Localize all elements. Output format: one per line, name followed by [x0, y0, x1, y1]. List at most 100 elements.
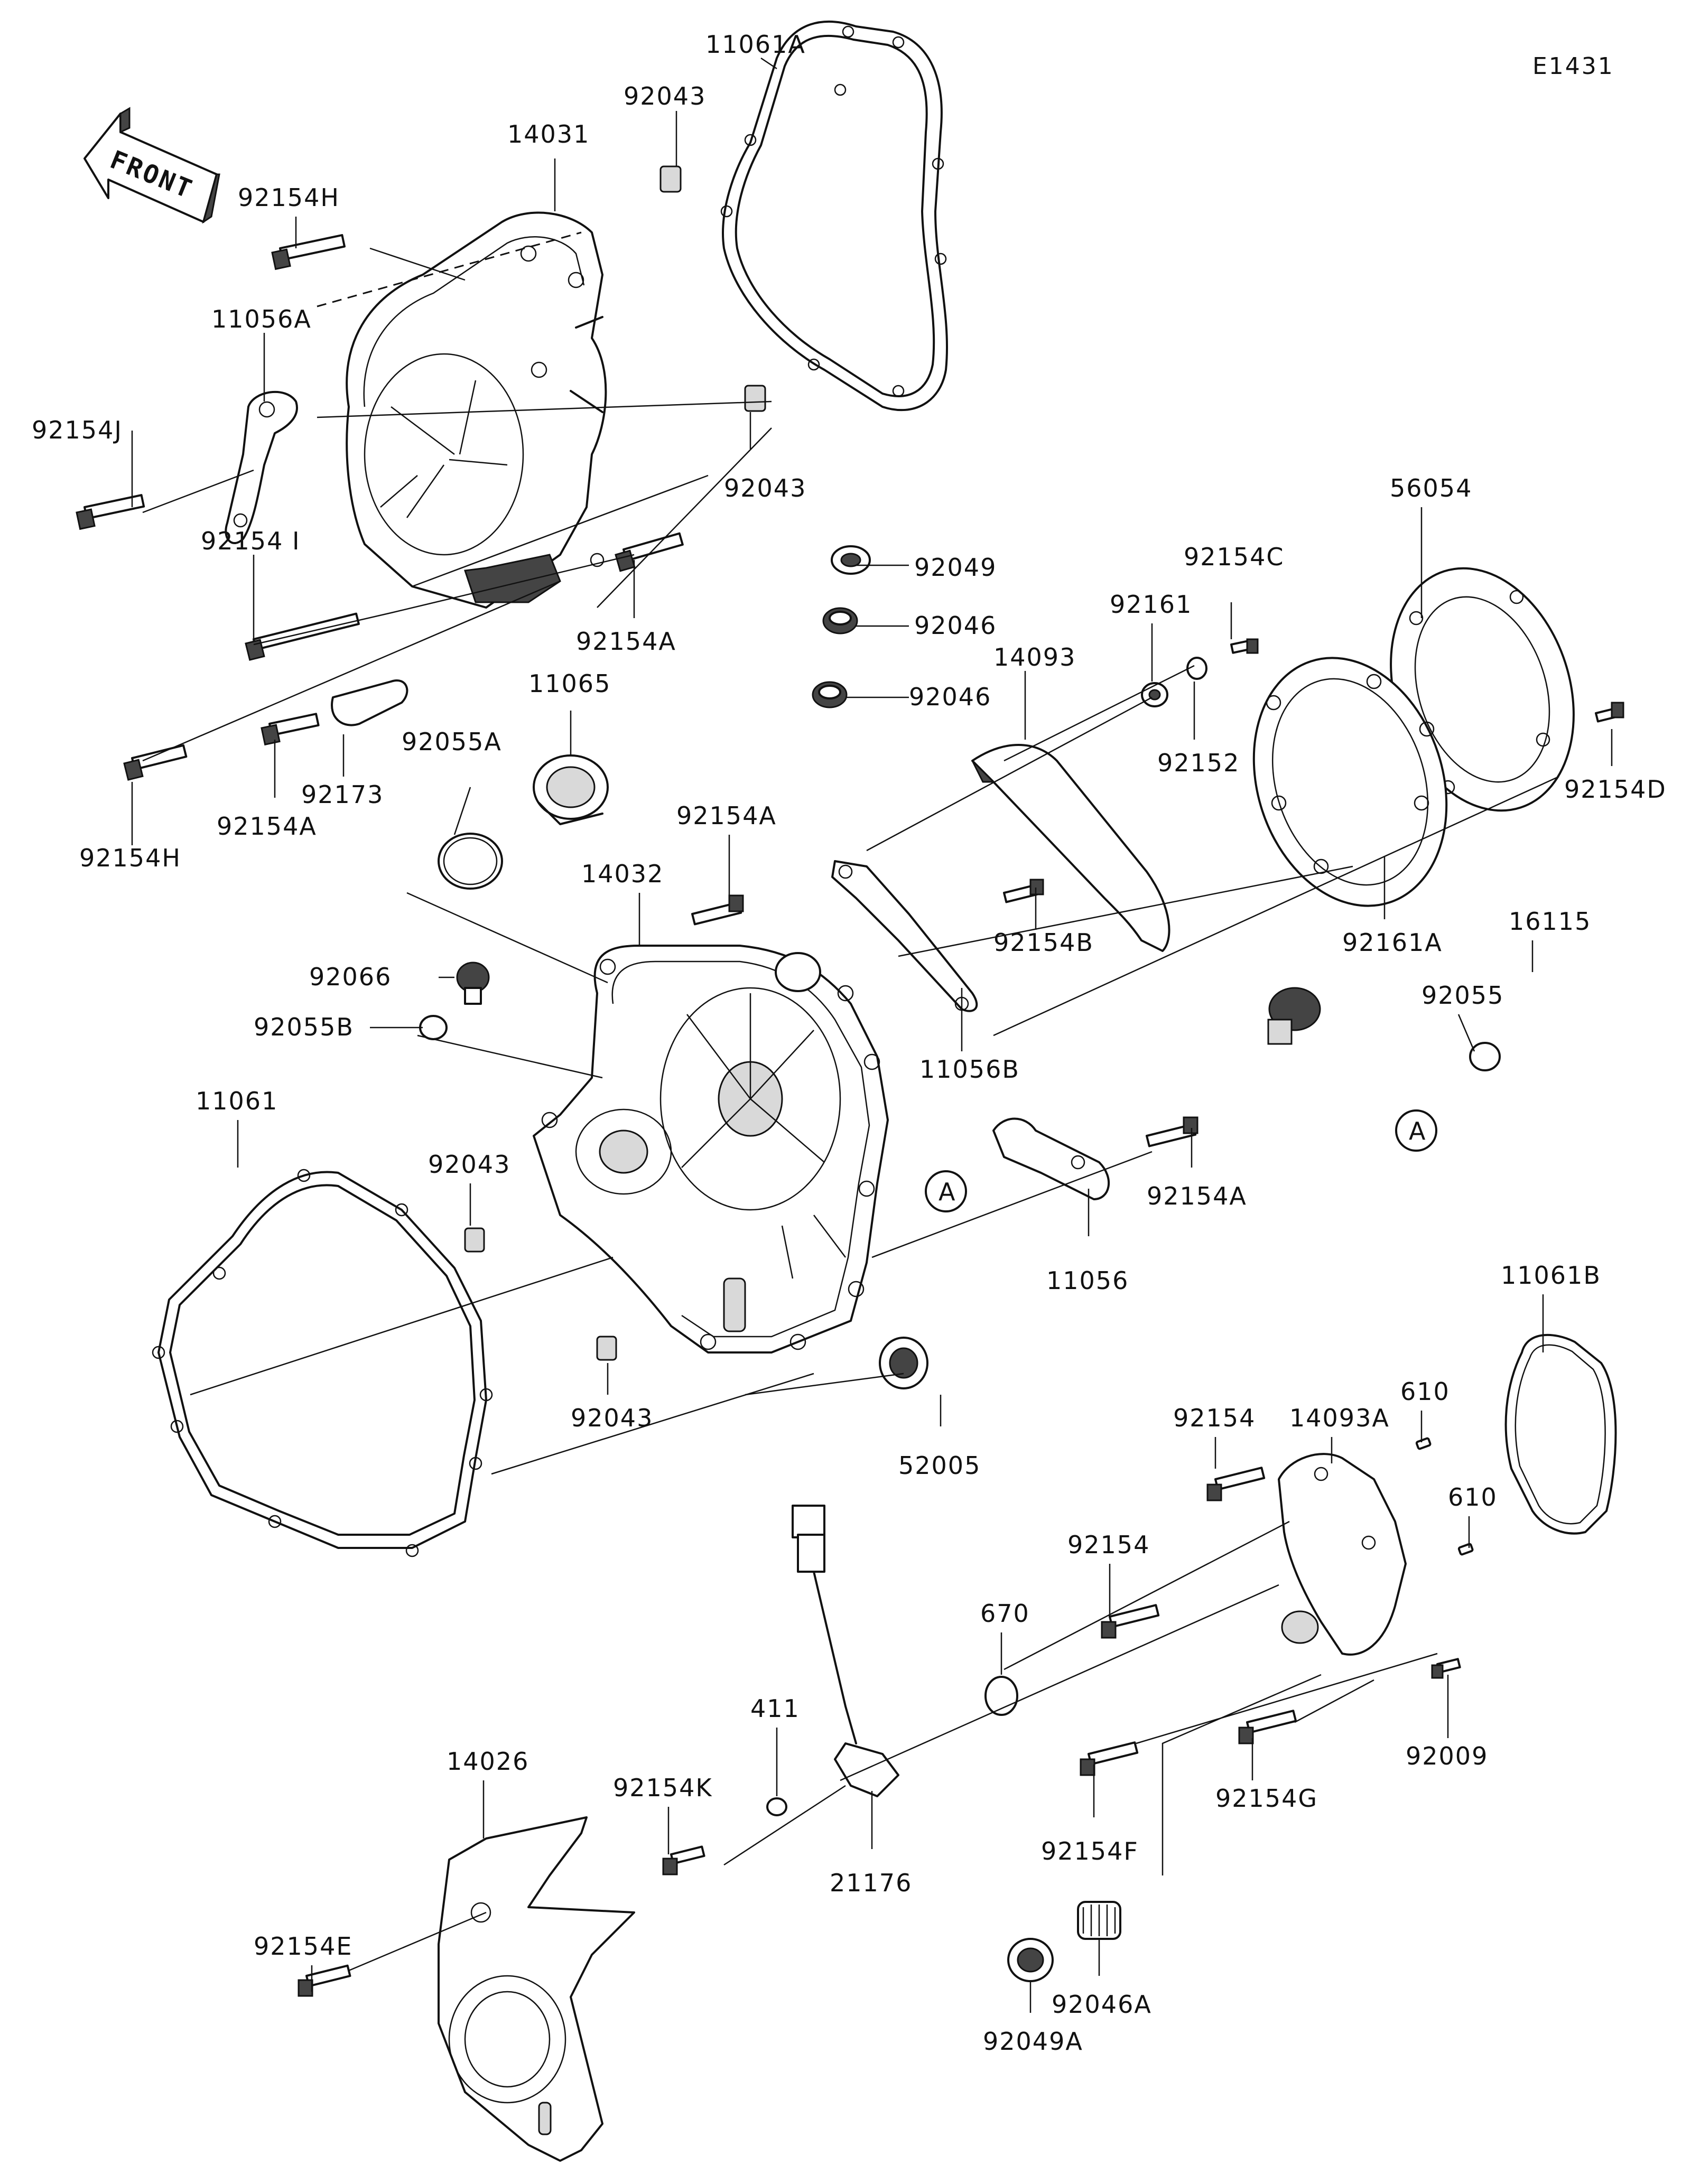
- washer-92161-icon: [1141, 682, 1168, 707]
- label-92154h-bot: 92154H: [79, 844, 181, 872]
- label-92154-1: 92154: [1173, 1404, 1256, 1432]
- housing-14093a-icon: [1278, 1453, 1407, 1656]
- oil-filler-cap-16115-icon: [1267, 987, 1321, 1045]
- label-14031: 14031: [507, 120, 590, 148]
- bolt-92009-icon: [1431, 1658, 1461, 1679]
- label-92046-1: 92046: [914, 611, 997, 640]
- label-92066: 92066: [309, 963, 392, 991]
- label-92046a: 92046A: [1052, 1990, 1152, 2019]
- label-670: 670: [980, 1599, 1030, 1628]
- label-92161: 92161: [1110, 590, 1192, 619]
- gasket-11061-icon: [152, 1169, 493, 1557]
- dowel-92043-top-icon: [659, 165, 682, 193]
- dowel-92043-left-icon: [464, 1227, 485, 1253]
- bolt-92154h-top-icon: [271, 234, 346, 270]
- label-11056b: 11056B: [919, 1055, 1020, 1084]
- diagram-code: E1431: [1532, 53, 1614, 80]
- label-411: 411: [750, 1694, 800, 1723]
- o-ring-92055a-icon: [438, 833, 503, 890]
- label-92154d: 92154D: [1564, 775, 1667, 804]
- collar-92152-icon: [1186, 657, 1207, 680]
- oil-seal-92049a-icon: [1007, 1938, 1054, 1982]
- label-11061b: 11061B: [1501, 1261, 1601, 1290]
- label-92055a: 92055A: [402, 727, 502, 756]
- o-ring-92055-icon: [1469, 1042, 1501, 1071]
- bearing-92046-1-icon: [822, 607, 858, 634]
- label-92055: 92055: [1421, 981, 1504, 1010]
- clutch-cover-14032-icon: [533, 945, 889, 1354]
- label-92154c: 92154C: [1184, 543, 1284, 571]
- reference-marker-a-right: A: [1395, 1109, 1437, 1152]
- dowel-610-2-icon: [1457, 1543, 1474, 1556]
- label-92154b: 92154B: [993, 928, 1094, 957]
- guide-14093-icon: [971, 744, 1170, 952]
- label-92154a-3: 92154A: [676, 801, 777, 830]
- hidden-line: [317, 231, 582, 307]
- label-21176: 21176: [830, 1869, 912, 1897]
- bolt-92154-2-icon: [1101, 1604, 1160, 1639]
- bolt-92154-1-icon: [1206, 1467, 1266, 1501]
- generator-cover-14031-icon: [346, 211, 607, 609]
- plug-92066-icon: [456, 962, 490, 1005]
- label-11056: 11056: [1046, 1266, 1129, 1295]
- bearing-92046-2-icon: [812, 681, 848, 708]
- gasket-11061b-icon: [1504, 1333, 1617, 1535]
- part-labels: 11061A 92043 14031 92154H 11056A 92154J …: [32, 30, 1667, 2056]
- label-92046-2: 92046: [909, 683, 991, 711]
- label-92043-mid: 92043: [724, 474, 806, 502]
- front-arrow-icon: FRONT: [83, 107, 220, 224]
- oil-seal-92049-icon: [831, 545, 871, 575]
- label-92154h-top: 92154H: [238, 183, 340, 212]
- bolt-92154d-icon: [1594, 702, 1624, 723]
- label-11056a: 11056A: [211, 305, 312, 333]
- label-92154a-1: 92154A: [576, 627, 676, 656]
- reference-marker-a-mid: A: [925, 1170, 967, 1212]
- bolt-92154e-icon: [298, 1964, 351, 1997]
- label-92152: 92152: [1157, 749, 1240, 777]
- bolt-92154j-icon: [76, 494, 145, 530]
- label-92154-2: 92154: [1067, 1530, 1150, 1559]
- label-92154j: 92154J: [32, 416, 123, 444]
- label-92154a-2: 92154A: [217, 812, 317, 841]
- bolt-92154h-bot-icon: [123, 744, 188, 781]
- bolt-92154a-4-icon: [1145, 1116, 1198, 1147]
- label-92154g: 92154G: [1215, 1784, 1318, 1813]
- bracket-11056-icon: [992, 1117, 1110, 1200]
- plate-11056b-icon: [831, 860, 978, 1012]
- label-92173: 92173: [301, 780, 384, 809]
- label-14032: 14032: [581, 860, 664, 888]
- bolt-92154b-icon: [1003, 879, 1044, 903]
- leader-lines: [131, 57, 1613, 2013]
- label-92154a-4: 92154A: [1147, 1182, 1247, 1210]
- label-92043-left: 92043: [428, 1150, 510, 1179]
- label-92043-bot: 92043: [571, 1404, 653, 1432]
- label-14026: 14026: [447, 1747, 529, 1776]
- cap-11065-icon: [533, 754, 609, 825]
- label-92049: 92049: [914, 553, 997, 582]
- label-56054: 56054: [1390, 474, 1472, 502]
- label-610-1: 610: [1400, 1377, 1450, 1406]
- bolt-92154a-2-icon: [261, 713, 320, 746]
- label-11061: 11061: [196, 1087, 278, 1115]
- label-11061a: 11061A: [705, 30, 806, 59]
- washer-411-icon: [766, 1797, 787, 1816]
- label-14093: 14093: [993, 643, 1076, 671]
- dowel-92043-mid-icon: [744, 385, 766, 412]
- svg-text:A: A: [939, 1178, 955, 1206]
- gasket-11061a-icon: [720, 20, 948, 412]
- label-92009: 92009: [1406, 1742, 1488, 1770]
- gasket-92161a-icon: [1252, 657, 1448, 907]
- label-14093a: 14093A: [1289, 1404, 1390, 1432]
- label-92161a: 92161A: [1342, 928, 1443, 957]
- dowel-92043-bot-icon: [596, 1336, 617, 1361]
- bolt-92154i-icon: [245, 612, 360, 661]
- bolt-92154k-icon: [662, 1845, 705, 1875]
- label-92154f: 92154F: [1041, 1837, 1139, 1865]
- bolt-92154f-icon: [1080, 1741, 1139, 1776]
- label-92154k: 92154K: [613, 1774, 713, 1802]
- o-ring-670-icon: [984, 1676, 1018, 1716]
- bolt-92154a-3-icon: [691, 894, 744, 926]
- svg-text:A: A: [1409, 1117, 1426, 1145]
- guard-14026-icon: [438, 1816, 635, 2162]
